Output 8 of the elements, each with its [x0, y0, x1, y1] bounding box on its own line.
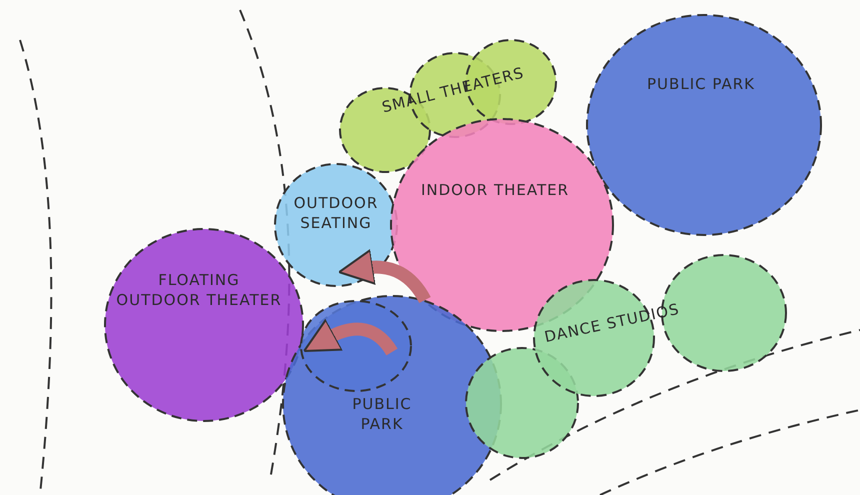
zone-label: INDOOR THEATER: [420, 180, 570, 200]
zone-label: OUTDOOR SEATING: [292, 193, 380, 234]
curved-arrow: [302, 318, 398, 356]
zone-label: FLOATING OUTDOOR THEATER: [115, 270, 283, 310]
curved-arrow: [338, 249, 431, 304]
zone-label: PUBLIC PARK: [351, 394, 413, 434]
zone-label: DANCE STUDIOS: [542, 298, 682, 348]
zone-label: PUBLIC PARK: [646, 74, 756, 94]
